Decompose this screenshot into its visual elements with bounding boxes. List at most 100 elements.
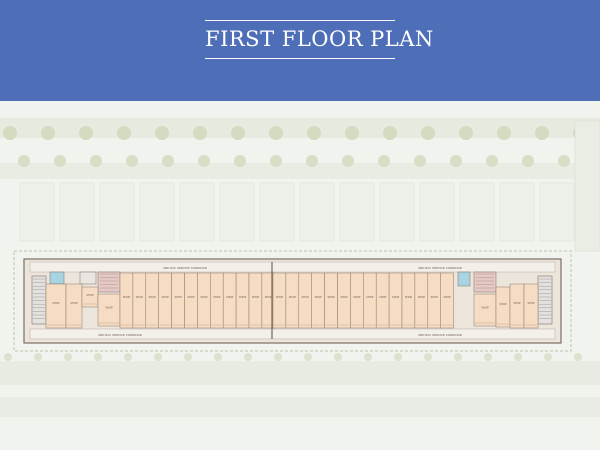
- shop-unit-outline: [171, 272, 185, 329]
- shop-unit: SHOP: [523, 283, 539, 329]
- south-corridor: [29, 328, 556, 340]
- shop-unit: SHOP: [363, 272, 377, 329]
- shop-label: SHOP: [379, 295, 387, 299]
- shop-unit-outline: [337, 272, 351, 329]
- shop-unit: SHOP: [97, 293, 121, 327]
- site-edge-block: [574, 120, 600, 252]
- shop-unit-outline: [427, 272, 441, 329]
- shop-unit-outline: [210, 272, 224, 329]
- shop-unit: SHOP: [473, 293, 497, 327]
- left-stair-core: [31, 275, 47, 325]
- shop-unit: SHOP: [171, 272, 185, 329]
- site-block: [539, 182, 575, 242]
- tree: [41, 126, 55, 140]
- site-block: [219, 182, 255, 242]
- shop-label: SHOP: [52, 301, 60, 305]
- tree: [424, 353, 432, 361]
- shop-unit-outline: [197, 272, 211, 329]
- road-middle: [0, 163, 600, 179]
- tree: [459, 126, 473, 140]
- tree: [450, 155, 462, 167]
- north-corridor: [29, 261, 556, 273]
- shop-unit-outline: [363, 272, 377, 329]
- shop-label: SHOP: [431, 295, 439, 299]
- site-block: [339, 182, 375, 242]
- title-rule-top: [205, 20, 395, 21]
- shop-unit: SHOP: [311, 272, 325, 329]
- shop-label: SHOP: [315, 295, 323, 299]
- shop-label: SHOP: [499, 302, 507, 306]
- shop-label: SHOP: [366, 295, 374, 299]
- tree: [244, 353, 252, 361]
- tree: [162, 155, 174, 167]
- site-block: [379, 182, 415, 242]
- shop-unit: SHOP: [65, 283, 83, 329]
- tree: [307, 126, 321, 140]
- tree: [574, 353, 582, 361]
- shop-unit-outline: [473, 293, 497, 327]
- shop-unit: SHOP: [495, 286, 511, 328]
- shop-unit-outline: [45, 283, 67, 329]
- shop-unit-outline: [509, 283, 525, 329]
- shop-unit: SHOP: [401, 272, 416, 329]
- shop-unit-outline: [235, 272, 250, 329]
- shop-unit: SHOP: [298, 272, 312, 329]
- tree: [79, 126, 93, 140]
- tree: [454, 353, 462, 361]
- shop-label: SHOP: [340, 295, 348, 299]
- shop-label: SHOP: [200, 295, 208, 299]
- shop-unit: SHOP: [414, 272, 429, 329]
- shop-unit: SHOP: [375, 272, 390, 329]
- shop-label: SHOP: [239, 295, 247, 299]
- shop-label: SHOP: [405, 295, 413, 299]
- tree: [364, 353, 372, 361]
- floor-plan: 2ND BAY SERVICE CORRIDOR 2ND BAY SERVICE…: [0, 101, 600, 450]
- tree: [214, 353, 222, 361]
- tree: [514, 353, 522, 361]
- tree: [334, 353, 342, 361]
- tree: [54, 155, 66, 167]
- shop-label: SHOP: [105, 305, 113, 309]
- site-block: [299, 182, 335, 242]
- left-lift-lobby: [97, 271, 121, 293]
- shop-unit-outline: [311, 272, 325, 329]
- corridor-label-south-left: 2ND BAY SERVICE CORRIDOR: [98, 333, 142, 337]
- shop-unit-outline: [414, 272, 429, 329]
- shop-label: SHOP: [162, 295, 170, 299]
- shop-unit-outline: [440, 272, 454, 329]
- title-rule-bottom: [205, 58, 395, 59]
- shop-unit: SHOP: [145, 272, 159, 329]
- tree: [345, 126, 359, 140]
- tree: [378, 155, 390, 167]
- tree: [484, 353, 492, 361]
- corridor-label-north-right: 2ND BAY SERVICE CORRIDOR: [418, 266, 462, 270]
- tree: [394, 353, 402, 361]
- tree: [198, 155, 210, 167]
- shop-label: SHOP: [418, 295, 426, 299]
- shop-unit: SHOP: [119, 272, 134, 329]
- tree: [535, 126, 549, 140]
- shop-unit: SHOP: [222, 272, 237, 329]
- tree: [34, 353, 42, 361]
- shop-label: SHOP: [252, 295, 260, 299]
- right-lift-lobby: [473, 271, 497, 293]
- site-block: [139, 182, 175, 242]
- tree: [117, 126, 131, 140]
- shop-unit-outline: [375, 272, 390, 329]
- shop-label: SHOP: [123, 295, 131, 299]
- stair-treads: [33, 273, 551, 319]
- shop-unit-outline: [97, 293, 121, 327]
- shop-label: SHOP: [481, 305, 489, 309]
- shop-unit: SHOP: [350, 272, 364, 329]
- shop-label: SHOP: [70, 301, 78, 305]
- tree: [304, 353, 312, 361]
- shop-unit-outline: [495, 286, 511, 328]
- tree: [4, 353, 12, 361]
- shop-label: SHOP: [527, 301, 535, 305]
- shop-unit-outline: [248, 272, 263, 329]
- site-block: [179, 182, 215, 242]
- tree: [558, 155, 570, 167]
- shop-unit: SHOP: [509, 283, 525, 329]
